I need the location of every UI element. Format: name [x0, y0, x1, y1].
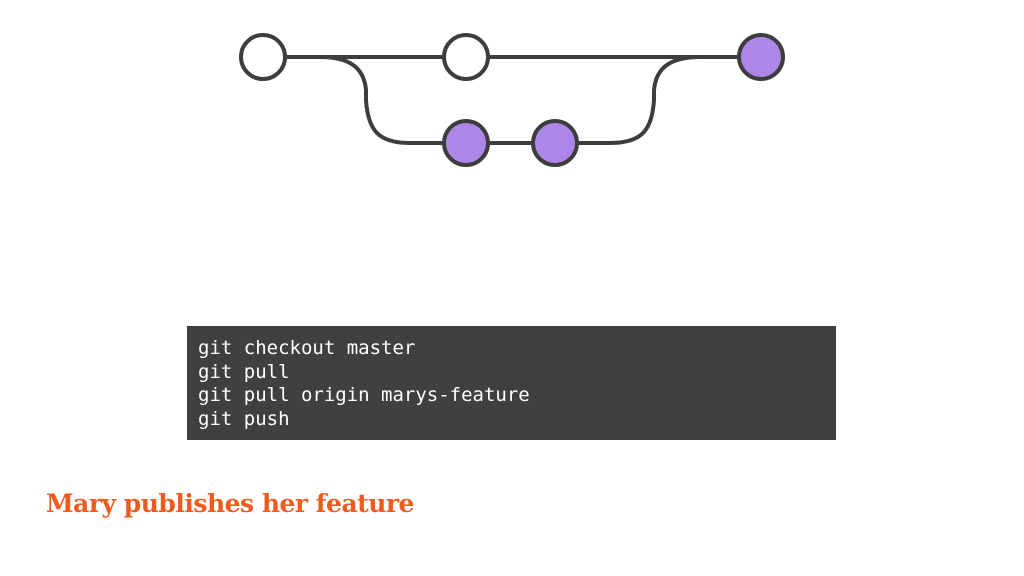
commit-node-feature-1: [442, 119, 490, 167]
code-block: git checkout master git pull git pull or…: [187, 326, 836, 440]
code-line: git pull: [198, 360, 290, 383]
commit-node-master-1: [239, 33, 287, 81]
commit-node-master-2: [442, 33, 490, 81]
code-line: git pull origin marys-feature: [198, 384, 530, 406]
git-history-diagram: [239, 33, 785, 167]
feature-branch-line: [319, 55, 701, 145]
code-line: git checkout master: [198, 337, 416, 359]
commit-node-feature-2: [531, 119, 579, 167]
slide-caption: Mary publishes her feature: [46, 489, 414, 518]
commit-node-merged: [737, 33, 785, 81]
code-line: git push: [198, 407, 290, 430]
